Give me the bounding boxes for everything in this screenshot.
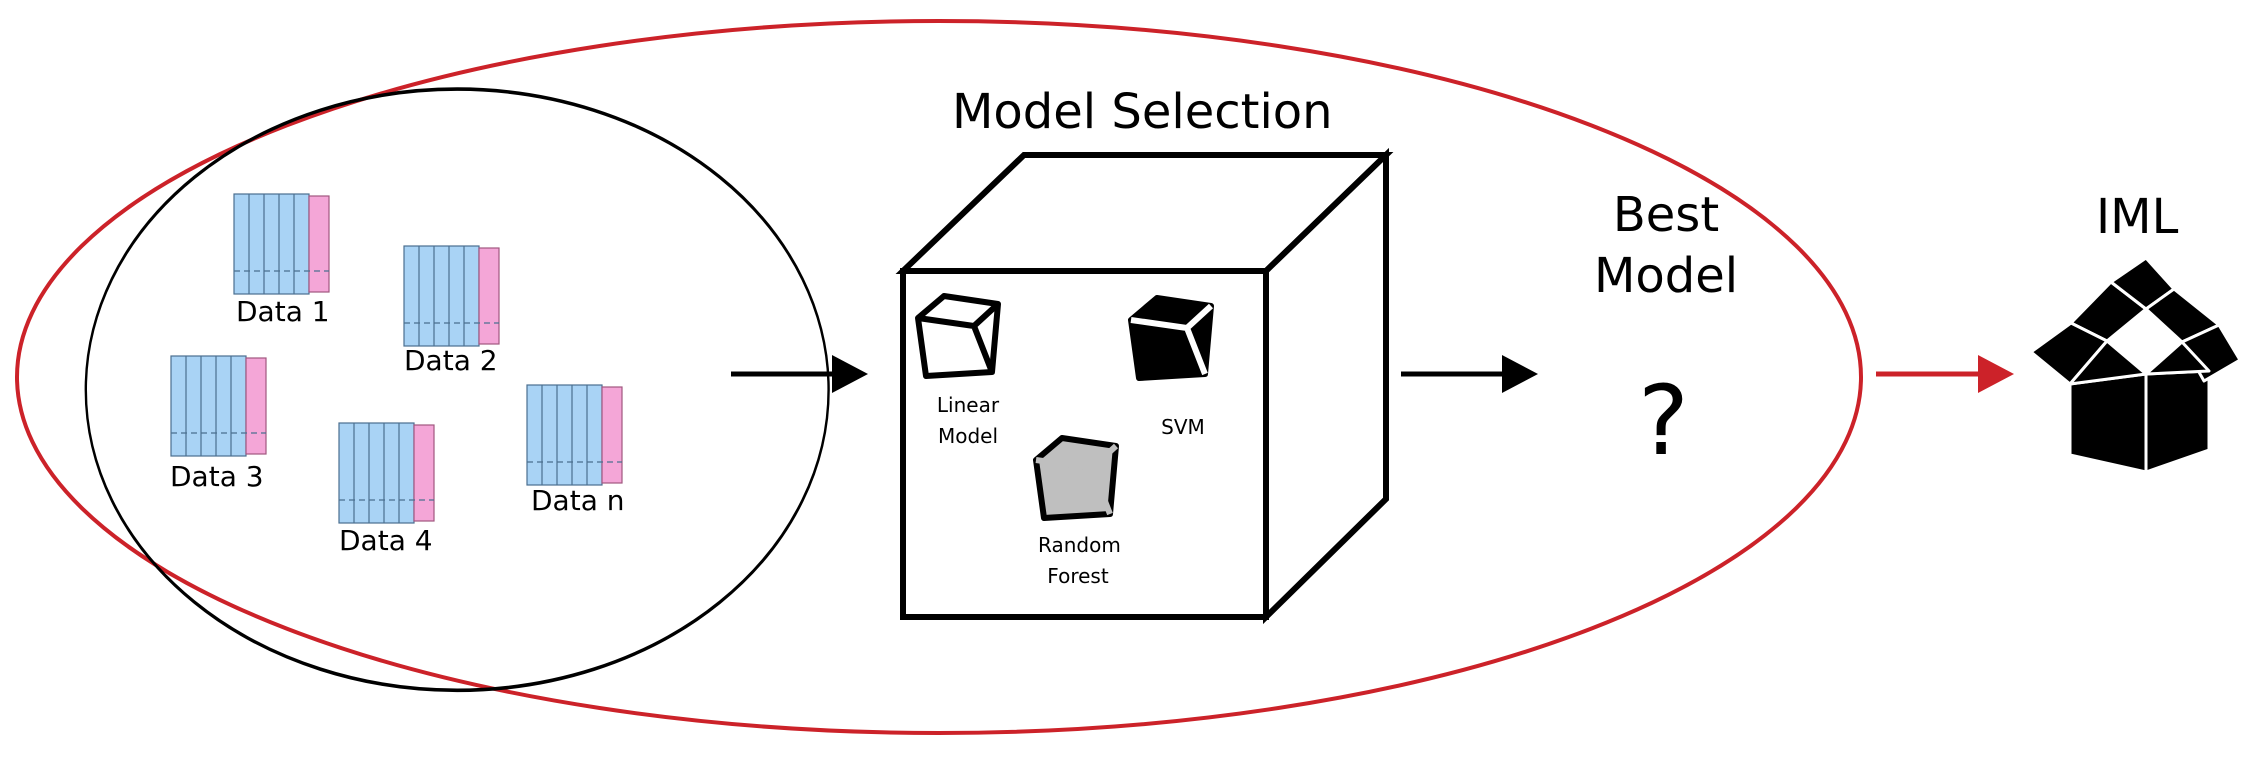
best-model-line1: Best — [1612, 187, 1720, 243]
best-model-label: Best Model — [1566, 185, 1766, 308]
dataset-icon-4 — [338, 422, 435, 524]
dataset-icon-2 — [403, 245, 500, 347]
arrow-to-iml — [1876, 355, 2014, 393]
random-forest-label-line1: Random — [1038, 533, 1121, 557]
dataset-icon-1 — [233, 193, 330, 295]
svm-label: SVM — [1143, 412, 1223, 443]
linear-model-label-line2: Model — [937, 424, 999, 448]
open-box-icon — [2029, 256, 2242, 474]
linear-model-cube-icon — [918, 296, 998, 376]
outer-ellipse — [15, 19, 1863, 735]
question-mark: ? — [1638, 365, 1689, 477]
random-forest-label-line2: Forest — [1047, 564, 1109, 588]
random-forest-label: Random Forest — [1038, 530, 1121, 592]
model-selection-title: Model Selection — [952, 84, 1333, 140]
dataset-label-3: Data 3 — [170, 460, 264, 493]
dataset-label-1: Data 1 — [236, 295, 330, 328]
arrow-to-model-selection — [731, 355, 868, 393]
model-selection-cube — [895, 147, 1394, 625]
linear-model-label: Linear Model — [928, 390, 1008, 452]
dataset-icon-n — [526, 384, 623, 486]
iml-label: IML — [2096, 189, 2179, 245]
svm-label-line1: SVM — [1161, 415, 1205, 439]
random-forest-cube-icon — [1036, 438, 1116, 518]
dataset-label-2: Data 2 — [404, 344, 498, 377]
linear-model-label-line1: Linear — [936, 393, 1000, 417]
dataset-icon-3 — [170, 355, 267, 457]
best-model-line2: Model — [1593, 248, 1739, 305]
data-ellipse — [84, 87, 830, 693]
svm-cube-icon — [1131, 298, 1211, 378]
dataset-label-n: Data n — [531, 484, 625, 517]
dataset-label-4: Data 4 — [339, 524, 433, 557]
arrow-to-best-model — [1401, 355, 1538, 393]
